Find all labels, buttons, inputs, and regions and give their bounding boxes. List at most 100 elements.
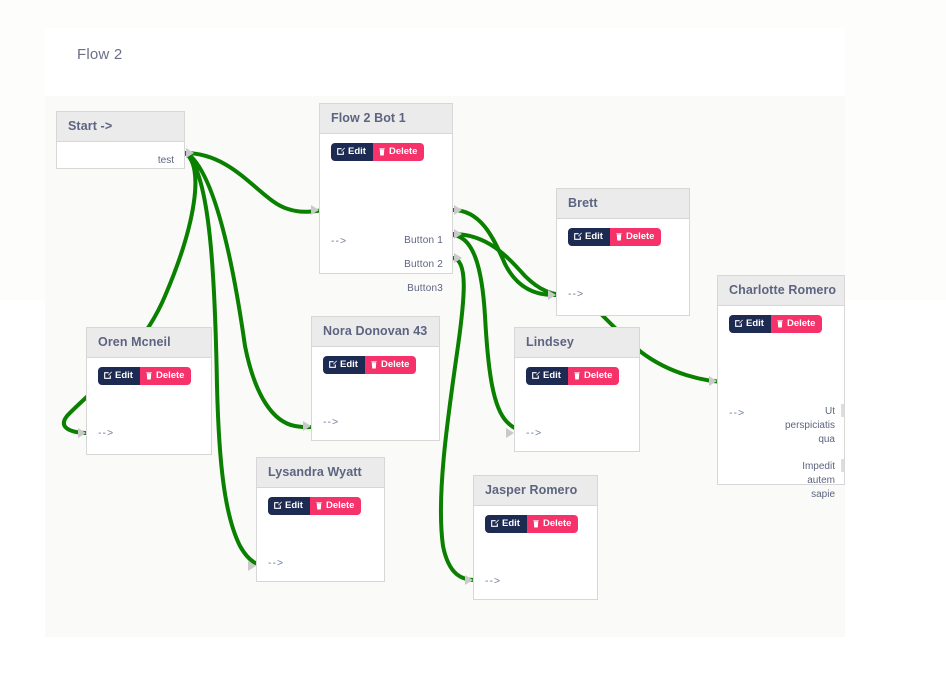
delete-button[interactable]: Delete: [770, 315, 823, 333]
node-start[interactable]: Start -> test: [56, 111, 185, 169]
node-nora-donovan-43-in-label: -->: [323, 416, 340, 428]
action-button-group: Edit Delete: [729, 315, 823, 333]
trash-icon: [370, 360, 378, 369]
action-button-group: Edit Delete: [323, 356, 417, 374]
pencil-square-icon: [734, 319, 743, 328]
trash-icon: [615, 232, 623, 241]
node-brett[interactable]: Brett Edit Delete: [556, 188, 690, 316]
edit-button[interactable]: Edit: [331, 143, 373, 161]
node-charlotte-romero-body: Edit Delete --> Ut perspiciatis qua Impe…: [718, 306, 844, 500]
port-in-brett[interactable]: [548, 290, 556, 300]
edit-button-label: Edit: [340, 359, 358, 370]
node-jasper-romero[interactable]: Jasper Romero Edit Delete: [473, 475, 598, 600]
action-button-group: Edit Delete: [268, 497, 362, 515]
port-out-start-test[interactable]: [186, 148, 194, 158]
port-out-impedit-autem-sapie[interactable]: [841, 459, 844, 472]
node-brett-in-label: -->: [568, 288, 585, 300]
edge-button1-to-brett: [451, 208, 569, 297]
edge-button2-to-brett: [451, 232, 570, 297]
node-start-title: Start ->: [57, 112, 184, 142]
port-in-oren-mcneil[interactable]: [78, 428, 86, 438]
delete-button[interactable]: Delete: [609, 228, 662, 246]
edit-button[interactable]: Edit: [526, 367, 568, 385]
edit-button[interactable]: Edit: [268, 497, 310, 515]
port-in-flow-2-bot-1[interactable]: [311, 205, 319, 215]
flow-canvas[interactable]: Start -> test Flow 2 Bot 1 Edit: [45, 96, 845, 637]
node-lysandra-wyatt-body: Edit Delete -->: [257, 488, 384, 580]
delete-button-label: Delete: [625, 231, 655, 242]
port-in-nora-donovan-43[interactable]: [303, 421, 311, 431]
node-brett-body: Edit Delete -->: [557, 219, 689, 314]
port-in-jasper-romero[interactable]: [465, 575, 473, 585]
out-port-impedit-autem-sapie-label: Impedit autem sapie: [802, 461, 835, 500]
port-in-lindsey[interactable]: [506, 428, 514, 438]
pencil-square-icon: [336, 147, 345, 156]
node-lysandra-wyatt-title: Lysandra Wyatt: [257, 458, 384, 488]
delete-button-label: Delete: [380, 359, 410, 370]
delete-button[interactable]: Delete: [364, 356, 417, 374]
pencil-square-icon: [573, 232, 582, 241]
delete-button[interactable]: Delete: [309, 497, 362, 515]
node-brett-title: Brett: [557, 189, 689, 219]
node-nora-donovan-43[interactable]: Nora Donovan 43 Edit Delete: [311, 316, 440, 441]
node-start-body: test: [57, 142, 184, 167]
pencil-square-icon: [531, 371, 540, 380]
node-lysandra-wyatt[interactable]: Lysandra Wyatt Edit Delete: [256, 457, 385, 582]
flow-title-card: Flow 2: [45, 28, 845, 97]
action-button-group: Edit Delete: [98, 367, 192, 385]
node-flow-2-bot-1-in-label: -->: [331, 235, 348, 247]
edit-button-label: Edit: [348, 146, 366, 157]
out-port-button-1-label: Button 1: [404, 235, 443, 246]
port-in-charlotte-romero[interactable]: [709, 376, 717, 386]
node-oren-mcneil-title: Oren Mcneil: [87, 328, 211, 358]
node-lindsey-in-label: -->: [526, 427, 543, 439]
edit-button[interactable]: Edit: [568, 228, 610, 246]
delete-button-label: Delete: [542, 518, 572, 529]
node-start-out-label: test: [157, 155, 174, 166]
port-out-button-1[interactable]: [454, 205, 462, 215]
port-out-ut-perspiciatis-qua[interactable]: [841, 404, 844, 417]
node-jasper-romero-in-label: -->: [485, 575, 502, 587]
node-flow-2-bot-1-body: Edit Delete --> Button 1 Button 2 Button…: [320, 134, 452, 294]
edit-button[interactable]: Edit: [323, 356, 365, 374]
node-oren-mcneil[interactable]: Oren Mcneil Edit Delete: [86, 327, 212, 455]
action-button-group: Edit Delete: [526, 367, 620, 385]
edit-button[interactable]: Edit: [729, 315, 771, 333]
trash-icon: [532, 519, 540, 528]
edit-button[interactable]: Edit: [98, 367, 140, 385]
edit-button-label: Edit: [285, 500, 303, 511]
port-out-button-2[interactable]: [454, 229, 462, 239]
edit-button-label: Edit: [115, 370, 133, 381]
delete-button-label: Delete: [155, 370, 185, 381]
pencil-square-icon: [328, 360, 337, 369]
node-nora-donovan-43-title: Nora Donovan 43: [312, 317, 439, 347]
port-in-lysandra-wyatt[interactable]: [248, 561, 256, 571]
delete-button-label: Delete: [583, 370, 613, 381]
node-flow-2-bot-1-title: Flow 2 Bot 1: [320, 104, 452, 134]
trash-icon: [145, 371, 153, 380]
node-jasper-romero-body: Edit Delete -->: [474, 506, 597, 598]
delete-button[interactable]: Delete: [372, 143, 425, 161]
node-flow-2-bot-1[interactable]: Flow 2 Bot 1 Edit Delete: [319, 103, 453, 294]
node-charlotte-romero-title: Charlotte Romero: [718, 276, 844, 306]
delete-button[interactable]: Delete: [139, 367, 192, 385]
node-lindsey[interactable]: Lindsey Edit Delete: [514, 327, 640, 452]
edit-button-label: Edit: [585, 231, 603, 242]
delete-button[interactable]: Delete: [567, 367, 620, 385]
edit-button-label: Edit: [502, 518, 520, 529]
node-oren-mcneil-body: Edit Delete -->: [87, 358, 211, 453]
page-title: Flow 2: [77, 46, 123, 63]
out-port-button3-label: Button3: [407, 283, 443, 294]
edit-button[interactable]: Edit: [485, 515, 527, 533]
node-oren-mcneil-in-label: -->: [98, 427, 115, 439]
trash-icon: [573, 371, 581, 380]
trash-icon: [378, 147, 386, 156]
trash-icon: [776, 319, 784, 328]
action-button-group: Edit Delete: [568, 228, 662, 246]
edit-button-label: Edit: [746, 318, 764, 329]
port-out-button3[interactable]: [454, 253, 462, 263]
trash-icon: [315, 501, 323, 510]
node-charlotte-romero[interactable]: Charlotte Romero Edit Delete: [717, 275, 845, 500]
delete-button[interactable]: Delete: [526, 515, 579, 533]
